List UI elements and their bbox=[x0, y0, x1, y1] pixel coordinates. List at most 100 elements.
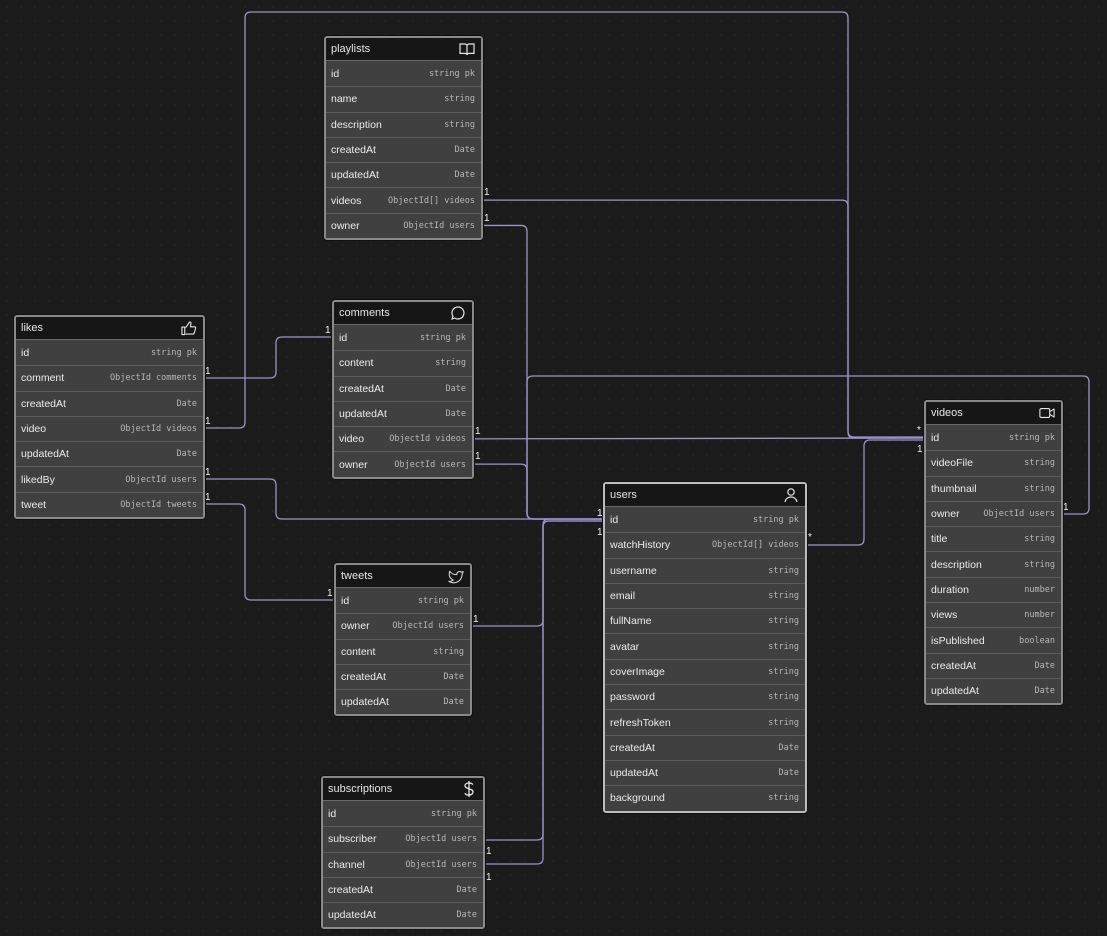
entity-header-playlists[interactable]: playlists bbox=[326, 38, 481, 61]
entity-header-users[interactable]: users bbox=[605, 484, 805, 507]
field-name: owner bbox=[339, 458, 368, 471]
relationship-comments-owner[interactable] bbox=[470, 463, 603, 520]
entity-header-videos[interactable]: videos bbox=[926, 402, 1061, 425]
entity-header-likes[interactable]: likes bbox=[16, 317, 203, 340]
field-type: Date bbox=[443, 672, 464, 683]
relationship-comments-video[interactable] bbox=[469, 437, 925, 440]
relationship-subscriptions-subscriber[interactable] bbox=[481, 520, 603, 841]
relationship-users-watchHistory[interactable] bbox=[803, 439, 924, 546]
cardinality-label: * bbox=[808, 532, 812, 543]
field-name: username bbox=[610, 564, 657, 577]
relationship-likes-tweet[interactable] bbox=[201, 503, 334, 601]
field-type: Date bbox=[1034, 660, 1055, 671]
relationship-likes-likedBy[interactable] bbox=[201, 478, 603, 520]
cardinality-label: 1 bbox=[205, 492, 211, 503]
field-name: background bbox=[610, 792, 665, 805]
relationship-playlists-owner[interactable] bbox=[479, 224, 603, 520]
field-type: ObjectId users bbox=[125, 474, 197, 485]
field-type: Date bbox=[454, 145, 475, 156]
relationship-subscriptions-channel[interactable] bbox=[481, 520, 603, 865]
chat-bubble-icon bbox=[450, 305, 466, 321]
field-name: content bbox=[339, 357, 374, 370]
relationship-tweets-owner[interactable] bbox=[468, 518, 603, 627]
field-name: createdAt bbox=[328, 884, 373, 897]
field-type: Date bbox=[176, 449, 197, 460]
relationship-likes-video[interactable] bbox=[201, 11, 924, 439]
field-name: id bbox=[931, 431, 940, 444]
field-row-users-username[interactable]: username string bbox=[605, 557, 805, 583]
entity-header-subscriptions[interactable]: subscriptions bbox=[323, 778, 483, 801]
field-type: string bbox=[768, 565, 799, 576]
relationship-playlists-videos[interactable] bbox=[479, 199, 924, 438]
field-name: title bbox=[931, 533, 948, 546]
field-name: description bbox=[931, 558, 982, 571]
field-name: isPublished bbox=[931, 634, 985, 647]
entity-header-tweets[interactable]: tweets bbox=[336, 565, 470, 588]
field-type: string bbox=[768, 692, 799, 703]
relationship-likes-comment[interactable] bbox=[201, 336, 332, 379]
entity-header-comments[interactable]: comments bbox=[334, 302, 472, 325]
field-name: createdAt bbox=[339, 382, 384, 395]
